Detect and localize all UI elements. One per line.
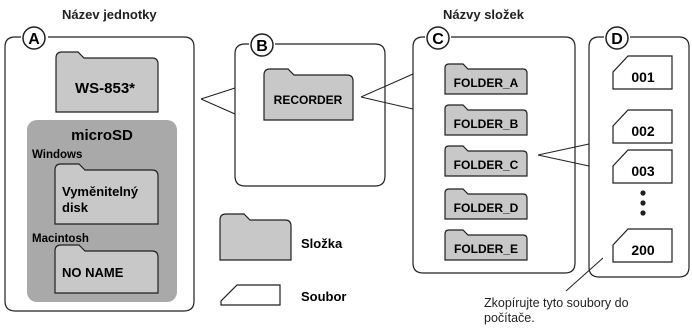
connector-b-c bbox=[360, 73, 414, 98]
panel-d-marker bbox=[605, 26, 629, 50]
file-icon bbox=[612, 109, 673, 144]
device-folder-icon bbox=[55, 51, 159, 113]
mac-folder-label: NO NAME bbox=[62, 265, 124, 280]
connector-c-d-2 bbox=[537, 154, 590, 167]
folder-label: FOLDER_B bbox=[454, 117, 519, 131]
ellipsis-dot-1 bbox=[640, 190, 646, 196]
windows-label: Windows bbox=[32, 149, 82, 161]
connector-c-d bbox=[537, 143, 590, 156]
panel-d-letter: D bbox=[611, 31, 623, 48]
panel-c: C FOLDER_A FOLDER_B FOLDER_C FOLDER_D FOLDER… bbox=[412, 26, 576, 274]
caption-pointer-line bbox=[565, 257, 604, 292]
file-label: 002 bbox=[631, 123, 655, 139]
windows-folder-icon bbox=[54, 163, 159, 225]
legend: Složka Soubor bbox=[219, 213, 347, 306]
legend-file-icon bbox=[220, 284, 281, 306]
panel-b: B RECORDER bbox=[234, 33, 386, 187]
connector-a-b-2 bbox=[200, 98, 236, 115]
folder-icon bbox=[444, 104, 528, 136]
folder-label: FOLDER_E bbox=[454, 242, 518, 256]
folder-label: FOLDER_D bbox=[454, 201, 519, 215]
panel-b-letter: B bbox=[256, 38, 268, 55]
legend-file-label: Soubor bbox=[301, 289, 347, 304]
recorder-folder-icon bbox=[263, 68, 354, 121]
legend-folder-label: Složka bbox=[301, 236, 343, 251]
folder-icon bbox=[444, 63, 528, 95]
folder-label: FOLDER_A bbox=[454, 76, 519, 90]
ellipsis-dot-2 bbox=[640, 200, 646, 206]
file-label: 200 bbox=[631, 242, 655, 258]
microsd-title: microSD bbox=[71, 127, 133, 144]
recorder-folder-label: RECORDER bbox=[274, 93, 343, 107]
folder-names-header: Názvy složek bbox=[443, 7, 524, 22]
connector-b-c-2 bbox=[360, 96, 414, 110]
folder-icon bbox=[444, 229, 528, 261]
panel-b-marker bbox=[250, 33, 274, 57]
folder-label: FOLDER_C bbox=[454, 158, 519, 172]
file-label: 003 bbox=[631, 163, 655, 179]
macintosh-label: Macintosh bbox=[32, 233, 89, 245]
panel-a-letter: A bbox=[28, 31, 40, 48]
file-icon bbox=[612, 55, 673, 90]
file-icon bbox=[612, 228, 673, 263]
panel-c-marker bbox=[426, 26, 450, 50]
ellipsis-dot-3 bbox=[640, 210, 646, 216]
folder-icon bbox=[444, 188, 528, 220]
unit-name-header: Název jednotky bbox=[62, 7, 157, 22]
file-icon bbox=[612, 149, 673, 184]
legend-folder-icon bbox=[219, 213, 292, 261]
connector-a-b bbox=[200, 87, 236, 100]
panel-d: D 001 002 003 200 bbox=[588, 26, 690, 278]
panel-c-letter: C bbox=[432, 31, 444, 48]
panel-a-marker bbox=[22, 26, 46, 50]
device-label: WS-853* bbox=[75, 80, 135, 97]
mac-folder-icon bbox=[54, 244, 159, 294]
folder-icon bbox=[444, 145, 528, 177]
file-label: 001 bbox=[631, 69, 655, 85]
